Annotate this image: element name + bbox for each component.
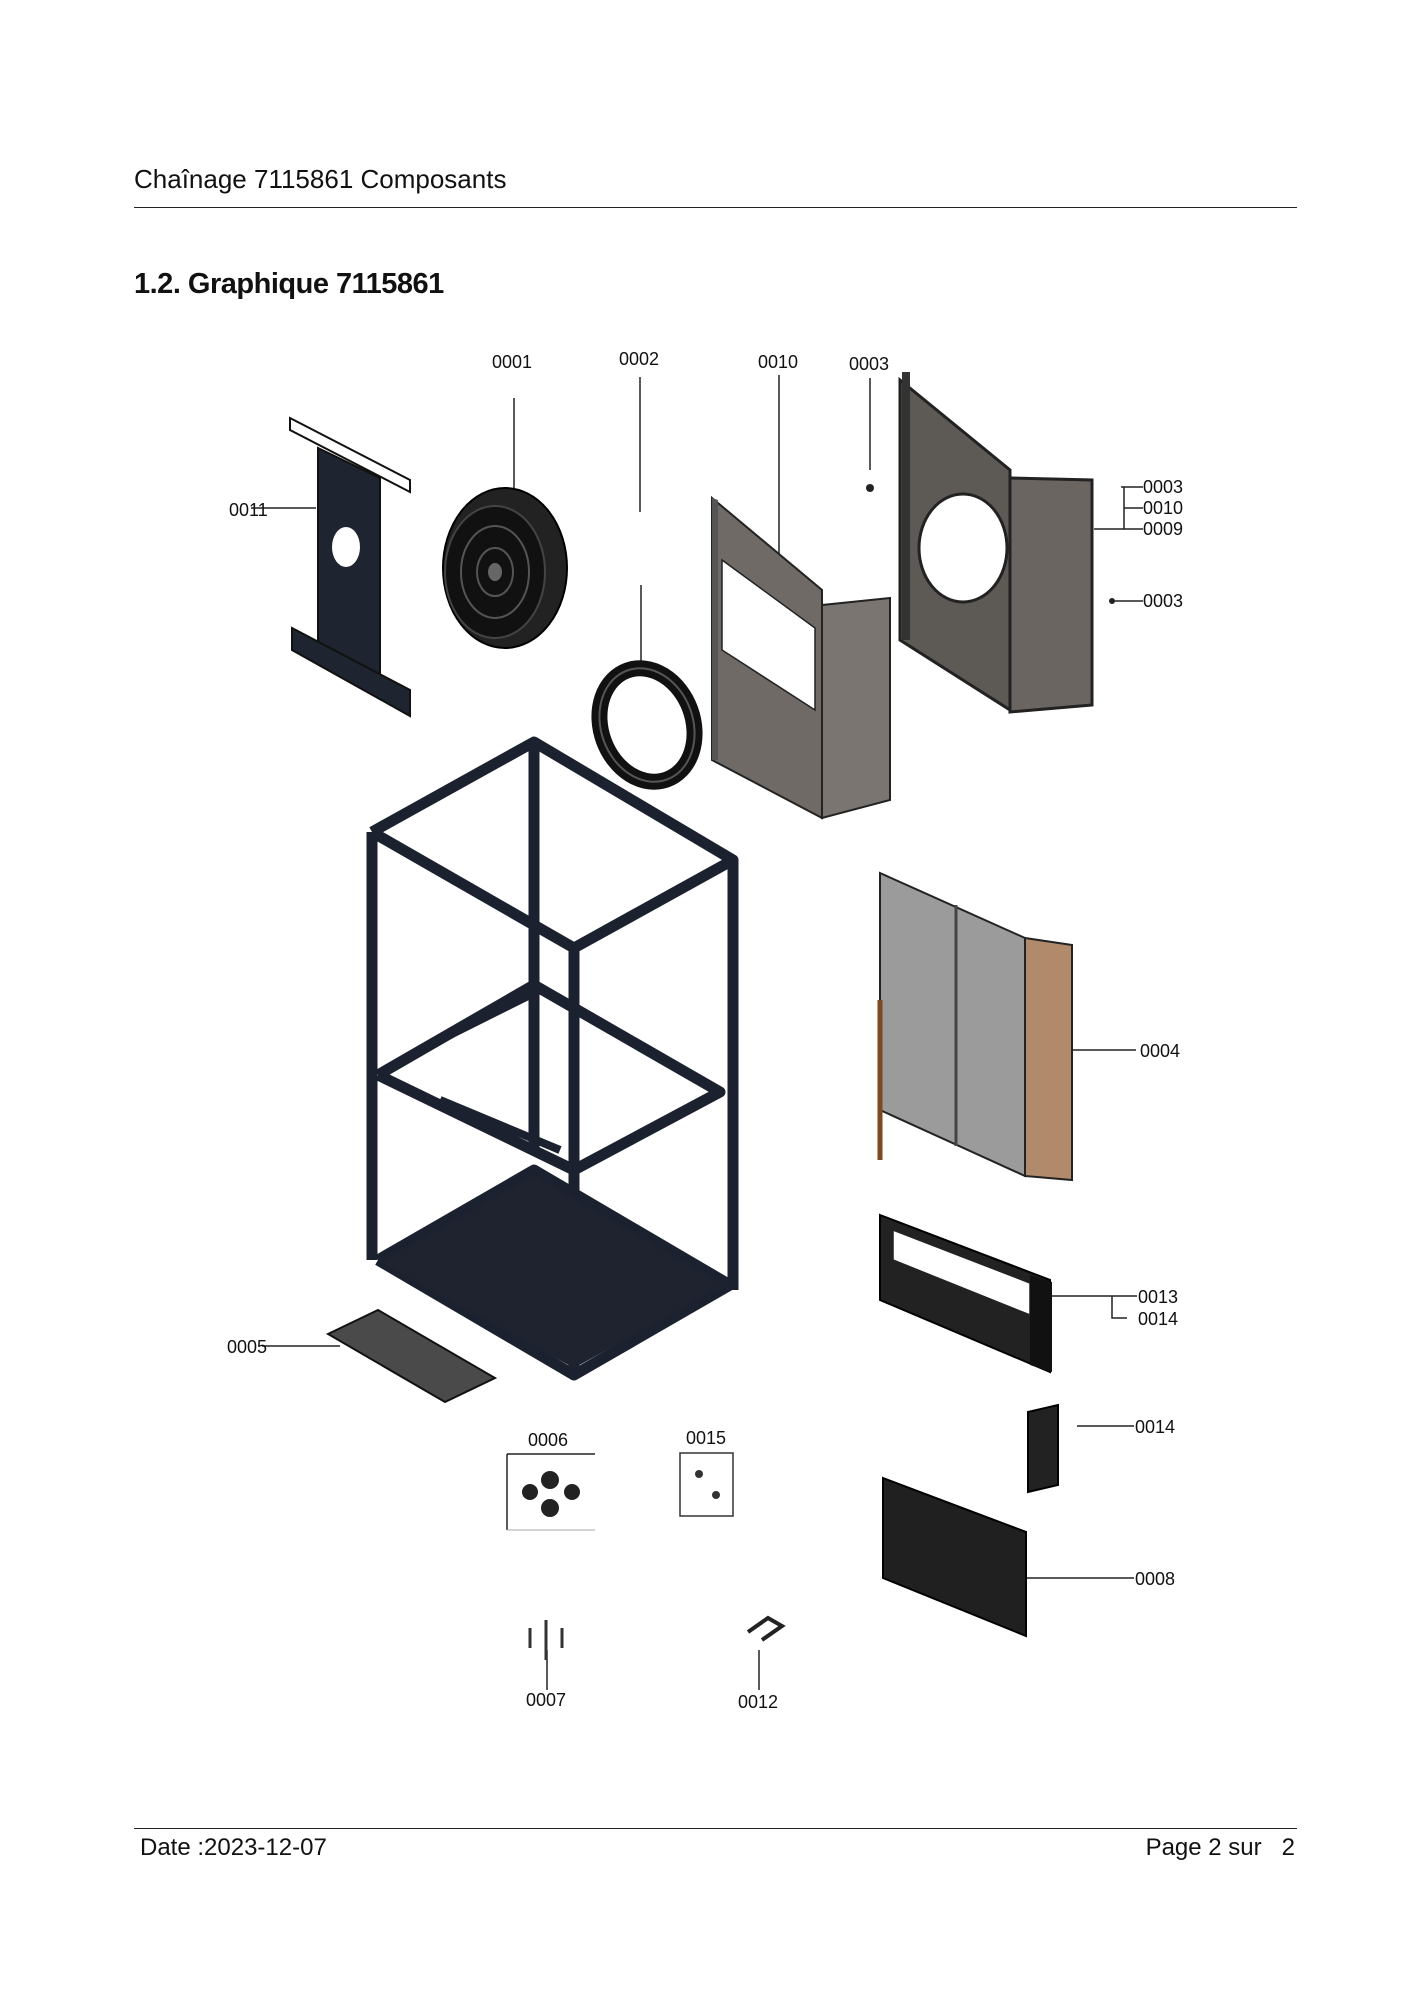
label-0003-right-1: 0003 xyxy=(1143,477,1183,497)
part-0006-feet xyxy=(506,1453,595,1531)
document-header-title: Chaînage 7115861 Composants xyxy=(134,164,507,194)
part-0009-side-panel xyxy=(898,372,1094,714)
label-0012: 0012 xyxy=(738,1692,778,1712)
part-0005-plate xyxy=(325,1308,498,1404)
part-0001-fan xyxy=(442,487,568,649)
part-0004-coil xyxy=(877,871,1073,1182)
footer-page-number: Page 2 sur 2 xyxy=(1145,1834,1295,1861)
label-0007: 0007 xyxy=(526,1690,566,1710)
part-0003-screw-top xyxy=(866,484,874,492)
label-0001: 0001 xyxy=(492,352,532,372)
section-title: 1.2. Graphique 7115861 xyxy=(134,268,444,300)
part-0011-rear-panel xyxy=(289,416,411,718)
label-0008: 0008 xyxy=(1135,1569,1175,1589)
part-0015-fittings xyxy=(679,1452,734,1517)
frame-base-plate xyxy=(380,1176,724,1368)
part-0008-cover xyxy=(882,1476,1027,1638)
label-0002: 0002 xyxy=(619,349,659,369)
label-0004: 0004 xyxy=(1140,1041,1180,1061)
part-0007-screws xyxy=(528,1620,564,1660)
label-0011: 0011 xyxy=(229,500,268,520)
frame-mid-rails xyxy=(408,986,562,1154)
part-0010-front-panel xyxy=(711,495,891,820)
part-0002-ring xyxy=(591,660,703,790)
part-0013-drip-tray xyxy=(879,1213,1052,1374)
label-0013: 0013 xyxy=(1138,1287,1178,1307)
footer-date: Date :2023-12-07 xyxy=(140,1834,327,1861)
label-0003-top: 0003 xyxy=(849,354,889,374)
part-0014-bracket xyxy=(1027,1403,1059,1494)
label-0010-right: 0010 xyxy=(1143,498,1183,518)
label-0003-right-2: 0003 xyxy=(1143,591,1183,611)
label-0005: 0005 xyxy=(227,1337,267,1357)
part-0003-screw-right xyxy=(1109,598,1115,604)
label-0015: 0015 xyxy=(686,1428,726,1448)
label-0009: 0009 xyxy=(1143,519,1183,539)
label-0014-a: 0014 xyxy=(1138,1309,1178,1329)
label-0006: 0006 xyxy=(528,1430,568,1450)
footer-rule xyxy=(134,1828,1297,1829)
label-0014-b: 0014 xyxy=(1135,1417,1175,1437)
part-0012-clip xyxy=(746,1615,786,1642)
header-rule xyxy=(134,207,1297,208)
label-0010-top: 0010 xyxy=(758,352,798,372)
